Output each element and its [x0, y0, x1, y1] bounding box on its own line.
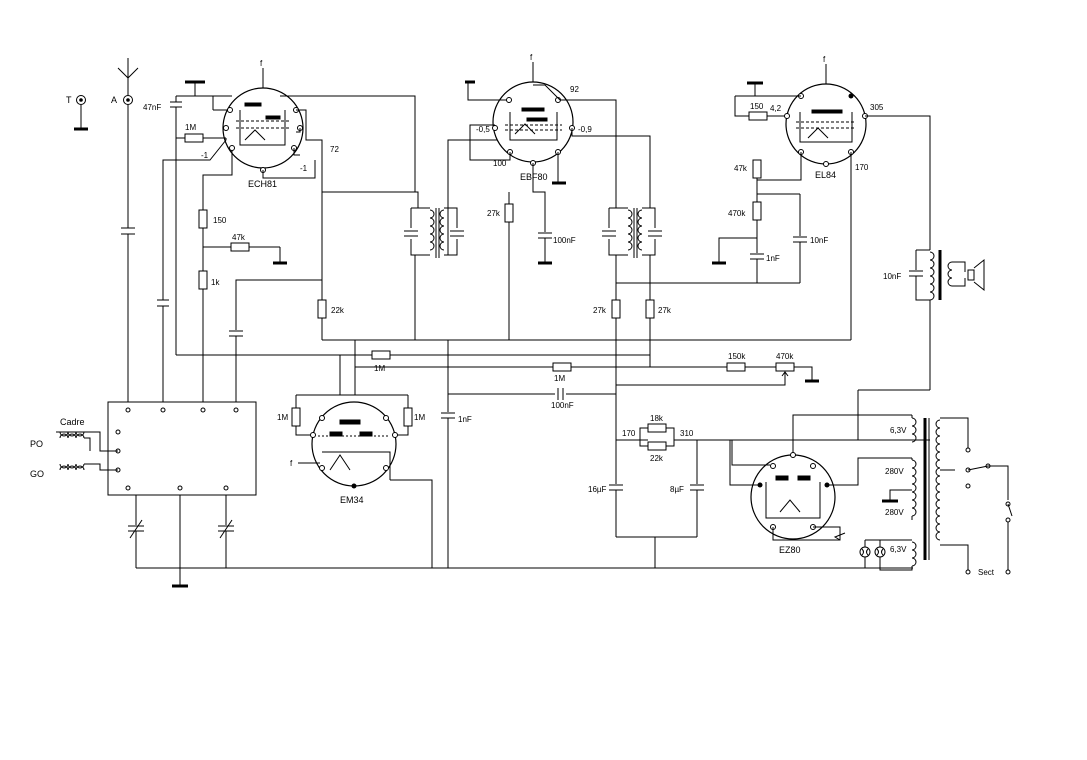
tr-280v-b-label: 280V — [885, 508, 904, 517]
el84-wiring: 150 47k 470k 10nF 1nF — [322, 81, 931, 341]
el84-1nf-label: 1nF — [766, 254, 780, 263]
ps-170-label: 170 — [622, 429, 636, 438]
ebf80-grid-voltage: -0,5 — [476, 125, 490, 134]
el84-470k-label: 470k — [728, 209, 746, 218]
power-supply: 16µF 170 18k 22k 310 8µF — [136, 390, 930, 569]
ech81-47k-label: 47k — [232, 233, 246, 242]
coil-go-label: GO — [30, 469, 44, 479]
agc-bus: 1M 150k 470k 1M 100nF 1nF — [176, 340, 819, 568]
ech81-grid-voltage-right: -1 — [300, 164, 308, 173]
mains-switch-label: Sect — [978, 568, 995, 577]
ebf80-100nf-label: 100nF — [553, 236, 576, 245]
ech81-1k-label: 1k — [211, 278, 220, 287]
el84-label: EL84 — [815, 170, 836, 180]
el84-cathode-voltage: 4,2 — [770, 104, 782, 113]
ech81-1m-label: 1M — [185, 123, 196, 132]
tr-280v-a-label: 280V — [885, 467, 904, 476]
ech81-plate-voltage: 72 — [330, 145, 339, 154]
coil-block-title: Cadre — [60, 417, 85, 427]
em34-1m-right-label: 1M — [414, 413, 425, 422]
det-1m-label: 1M — [554, 374, 565, 383]
tr-63v-top-label: 6,3V — [890, 426, 907, 435]
agc-1m-label: 1M — [374, 364, 385, 373]
el84-150-label: 150 — [750, 102, 764, 111]
em34-1m-left-label: 1M — [277, 413, 288, 422]
antenna-terminal: A — [111, 58, 139, 402]
ez80-wiring — [729, 414, 912, 541]
ech81-47nf-label: 47nF — [143, 103, 161, 112]
earth-terminal: T — [66, 95, 88, 131]
ebf80-filament-label: f — [530, 53, 533, 62]
ebf80-wiring: 100nF 27k — [465, 80, 651, 340]
ech81-label: ECH81 — [248, 179, 277, 189]
if2-27k-left-label: 27k — [593, 306, 607, 315]
det-100nf-label: 100nF — [551, 401, 574, 410]
tube-el84: f EL84 305 170 4,2 — [770, 55, 884, 180]
el84-10nf-label: 10nF — [810, 236, 828, 245]
tr-63v-bottom-label: 6,3V — [890, 545, 907, 554]
det-150k-label: 150k — [728, 352, 746, 361]
earth-terminal-label: T — [66, 95, 72, 105]
ps-16uf-label: 16µF — [588, 485, 607, 494]
ps-8uf-label: 8µF — [670, 485, 684, 494]
output-10nf-label: 10nF — [883, 272, 901, 281]
el84-filament-label: f — [823, 55, 826, 64]
ebf80-diode-voltage: -0,9 — [578, 125, 592, 134]
ps-18k-label: 18k — [650, 414, 664, 423]
ebf80-screen-voltage: 92 — [570, 85, 579, 94]
ebf80-cathode-voltage: 100 — [493, 159, 507, 168]
pilot-lamps — [859, 540, 886, 568]
if2-27k-right-label: 27k — [658, 306, 672, 315]
ebf80-27k-label: 27k — [487, 209, 501, 218]
el84-screen-voltage: 170 — [855, 163, 869, 172]
output-transformer: 10nF — [858, 249, 985, 391]
ech81-filament-label: f — [260, 59, 263, 68]
em34-filament-label: f — [290, 459, 293, 468]
el84-plate-voltage: 305 — [870, 103, 884, 112]
ebf80-label: EBF80 — [520, 172, 548, 182]
if-transformer-2: 27k 27k — [593, 207, 752, 430]
ech81-grid-voltage-left: -1 — [201, 151, 209, 160]
tube-em34: f EM34 — [290, 401, 433, 568]
ps-310-label: 310 — [680, 429, 694, 438]
ez80-label: EZ80 — [779, 545, 801, 555]
ech81-150-label: 150 — [213, 216, 227, 225]
em34-label: EM34 — [340, 495, 364, 505]
coil-block: Cadre PO GO — [30, 401, 257, 588]
tube-ebf80: f EBF80 92 -0,5 -0,9 100 — [476, 53, 592, 182]
det-470k-pot-label: 470k — [776, 352, 794, 361]
antenna-terminal-label: A — [111, 95, 117, 105]
em34-wiring: 22k 1M 1M — [229, 279, 425, 436]
ech81-wiring: 47nF 1M 150 47k 1k — [143, 80, 419, 402]
tube-ech81: f ECH81 72 -1 -1 — [201, 59, 339, 189]
em34-1nf-label: 1nF — [458, 415, 472, 424]
ps-22k-label: 22k — [650, 454, 664, 463]
power-transformer: 6,3V 280V 280V 6,3V Sect — [865, 415, 1013, 577]
el84-47k-label: 47k — [734, 164, 748, 173]
em34-22k-label: 22k — [331, 306, 345, 315]
coil-po-label: PO — [30, 439, 43, 449]
